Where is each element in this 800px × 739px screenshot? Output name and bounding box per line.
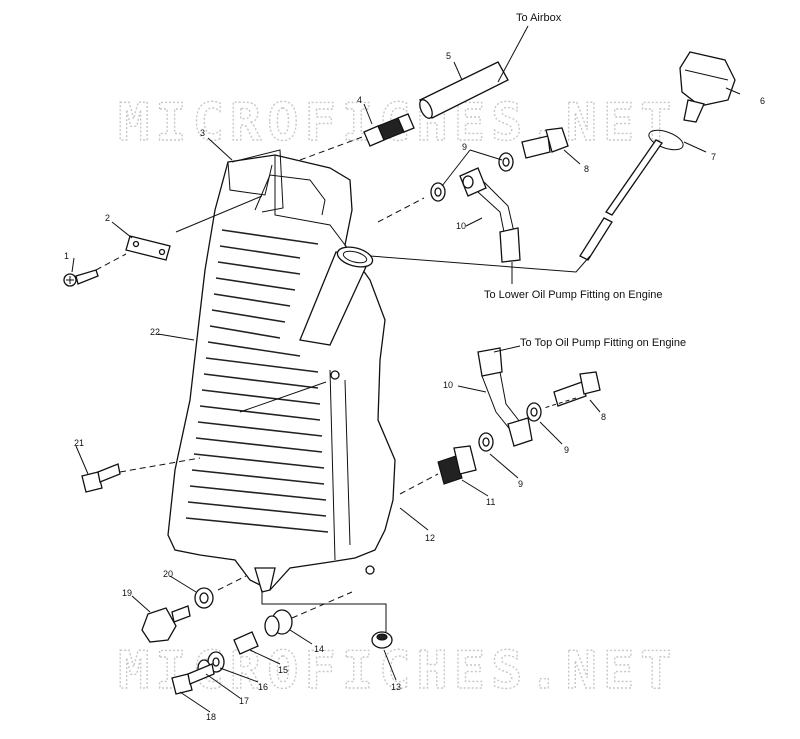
part-bolt-8-lower bbox=[553, 371, 601, 407]
dipstick-shaft bbox=[579, 139, 663, 261]
callout-1: 1 bbox=[64, 251, 69, 261]
callout-10-upper: 10 bbox=[456, 221, 466, 231]
part-line-10-upper bbox=[459, 167, 521, 263]
callout-7: 7 bbox=[711, 152, 716, 162]
part-fitting-4 bbox=[363, 113, 415, 147]
callout-2: 2 bbox=[105, 213, 110, 223]
callout-12: 12 bbox=[425, 533, 435, 543]
callout-9-right: 9 bbox=[564, 445, 569, 455]
callout-14: 14 bbox=[314, 644, 324, 654]
part-oring-7 bbox=[648, 129, 684, 151]
callout-21: 21 bbox=[74, 438, 84, 448]
label-to-lower-oil-pump: To Lower Oil Pump Fitting on Engine bbox=[484, 289, 663, 301]
part-bracket-3 bbox=[231, 149, 284, 213]
part-washers-9-lower bbox=[478, 402, 542, 452]
callout-16: 16 bbox=[258, 682, 268, 692]
part-bolt-21 bbox=[81, 463, 121, 493]
label-to-airbox: To Airbox bbox=[516, 12, 562, 24]
callout-11: 11 bbox=[486, 497, 495, 507]
part-spacer-15 bbox=[233, 631, 259, 655]
callout-19: 19 bbox=[122, 588, 132, 598]
part-bolt-8-upper bbox=[521, 127, 569, 159]
oil-tank bbox=[167, 154, 396, 593]
callout-5: 5 bbox=[446, 51, 451, 61]
part-bolt-18 bbox=[171, 663, 215, 695]
callout-15: 15 bbox=[278, 665, 288, 675]
callout-10-lower: 10 bbox=[443, 380, 453, 390]
callout-3: 3 bbox=[200, 128, 205, 138]
part-washers-9-upper bbox=[430, 152, 514, 202]
leader-lines bbox=[71, 25, 741, 713]
callout-9-lower: 9 bbox=[518, 479, 523, 489]
callout-numbers: 1 2 3 4 5 6 7 8 9 10 22 10 8 9 9 11 12 2… bbox=[64, 51, 765, 722]
tank-ribs bbox=[185, 229, 329, 533]
part-bolt-19 bbox=[141, 605, 191, 643]
callout-8-upper: 8 bbox=[584, 164, 589, 174]
callout-4: 4 bbox=[357, 95, 362, 105]
callout-13: 13 bbox=[391, 682, 401, 692]
part-grommet-13 bbox=[371, 631, 393, 649]
callout-22: 22 bbox=[150, 327, 160, 337]
part-hose-5 bbox=[419, 61, 509, 119]
callout-8-lower: 8 bbox=[601, 412, 606, 422]
part-cap-6 bbox=[679, 51, 736, 123]
part-fitting-11 bbox=[437, 445, 477, 485]
callout-17: 17 bbox=[239, 696, 249, 706]
part-screw-1 bbox=[63, 269, 99, 287]
callout-20: 20 bbox=[163, 569, 173, 579]
callout-18: 18 bbox=[206, 712, 216, 722]
part-plate-2 bbox=[125, 235, 171, 261]
label-to-top-oil-pump: To Top Oil Pump Fitting on Engine bbox=[520, 337, 686, 349]
part-washer-20 bbox=[194, 587, 214, 609]
part-grommet-14 bbox=[264, 609, 293, 637]
callout-6: 6 bbox=[760, 96, 765, 106]
callout-9-upper: 9 bbox=[462, 142, 467, 152]
part-line-10-lower bbox=[477, 347, 533, 447]
